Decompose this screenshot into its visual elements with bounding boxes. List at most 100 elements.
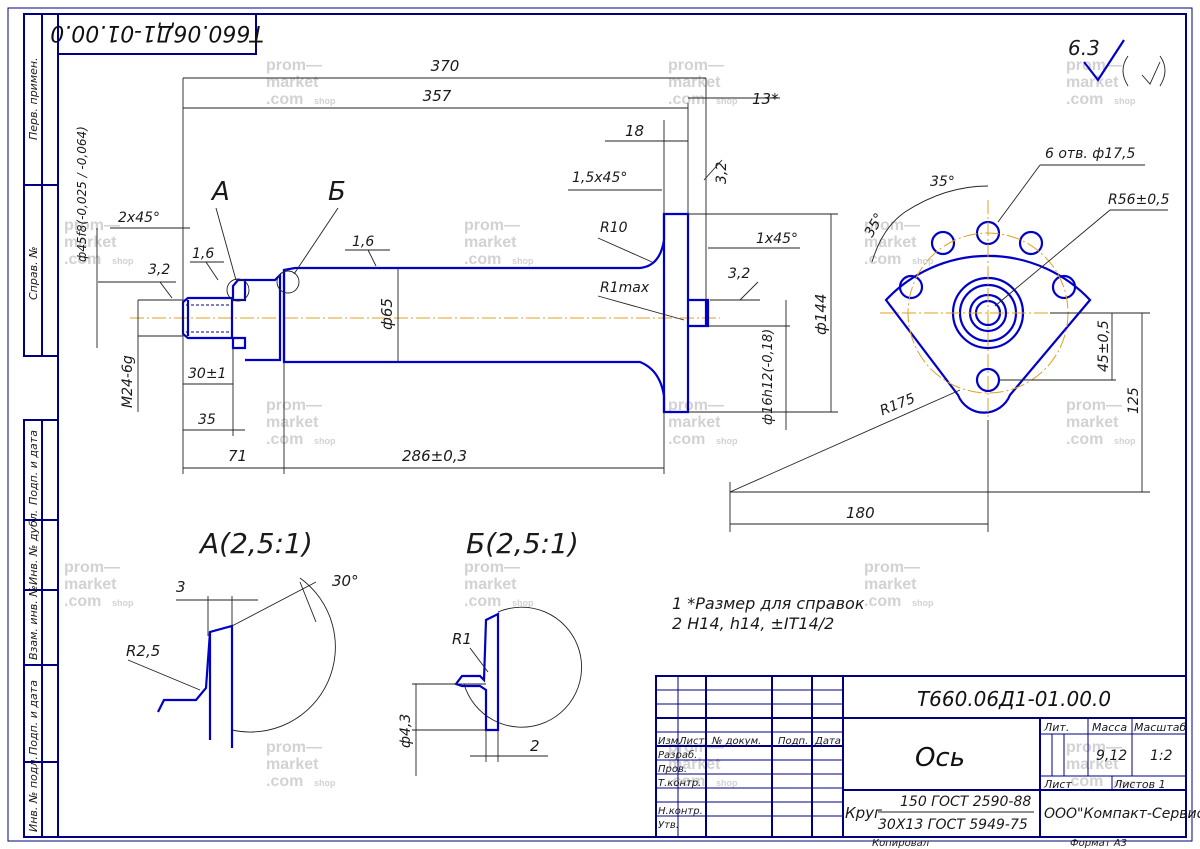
tb-podp: Подп. — [778, 736, 808, 747]
watermark-text: prom— — [266, 739, 322, 756]
watermark-shop: shop — [716, 96, 738, 106]
bolt-hole — [898, 274, 924, 300]
watermark-shop: shop — [1114, 96, 1136, 106]
watermark-shop: shop — [912, 256, 934, 266]
detail-b-profile — [454, 612, 500, 732]
tb-tkontr: Т.контр. — [658, 778, 701, 789]
watermark-shop: shop — [512, 598, 534, 608]
detail-a-30: 30° — [332, 572, 359, 590]
watermark-text: market — [1066, 756, 1119, 773]
bolt-hole — [930, 230, 956, 256]
watermark-text: market — [266, 74, 319, 91]
watermark-text: prom— — [1066, 57, 1122, 74]
watermark-text: .com — [266, 431, 303, 448]
watermark-text: market — [668, 414, 721, 431]
watermark-text: market — [464, 576, 517, 593]
tb-kopiroval: Копировал — [872, 838, 930, 849]
technical-notes: 1 *Размер для справок 2 H14, h14, ±IT14/… — [672, 594, 865, 633]
detail-a: А(2,5:1) 3 30° R2,5 — [126, 527, 359, 748]
detail-b-2: 2 — [530, 737, 540, 755]
general-roughness: 6.3 — [1068, 36, 1166, 87]
radius-175: R175 — [878, 391, 918, 420]
tb-format: Формат А3 — [1070, 838, 1127, 849]
roughness-value: 6.3 — [1068, 36, 1100, 60]
outer-frame — [7, 7, 1193, 842]
flange-end-view: 6 отв. ф17,5 R56±0,5 35° 35° R175 45±0,5… — [729, 146, 1170, 532]
watermark-shop: shop — [512, 256, 534, 266]
watermark-text: .com — [668, 773, 705, 790]
watermark-text: .com — [64, 251, 101, 268]
watermark-text: .com — [266, 91, 303, 108]
watermark-text: prom— — [864, 559, 920, 576]
tb-lit: Лит. — [1043, 721, 1069, 734]
tb-masshtab: Масштаб — [1134, 721, 1186, 734]
watermark-text: prom— — [266, 397, 322, 414]
rough-32-right: 3,2 — [728, 266, 750, 282]
radius-1max: R1max — [600, 280, 650, 296]
detail-a-r25: R2,5 — [126, 642, 160, 660]
tb-drawing-number: Т660.06Д1-01.00.0 — [917, 687, 1111, 711]
watermark-text: market — [1066, 414, 1119, 431]
watermark-text: .com — [1066, 431, 1103, 448]
side-inv-podl: Инв. № подл. — [27, 756, 40, 832]
angle-35-a: 35° — [930, 174, 955, 190]
watermark-text: market — [266, 756, 319, 773]
watermark-text: .com — [668, 431, 705, 448]
dim-d144: ф144 — [812, 294, 830, 335]
top-drawing-number: Т660.06Д1-01.00.0 — [50, 20, 264, 45]
watermark-shop: shop — [716, 778, 738, 788]
watermark-text: .com — [1066, 773, 1103, 790]
dim-d45f8: ф45f8(-0,025 / -0,064) — [75, 126, 89, 262]
watermark-shop: shop — [1114, 436, 1136, 446]
bolt-hole — [1051, 274, 1077, 300]
tb-material-top: 150 ГОСТ 2590-88 — [900, 794, 1031, 810]
detail-b: Б(2,5:1) R1 ф4,3 2 — [398, 527, 582, 776]
top-number-box: Т660.06Д1-01.00.0 — [50, 13, 264, 55]
tb-nkontr: Н.контр. — [658, 806, 703, 817]
side-sprav-no: Справ. № — [27, 246, 40, 300]
tb-utv: Утв. — [658, 820, 679, 831]
watermark-text: market — [864, 576, 917, 593]
rough-16-a: 1,6 — [192, 246, 214, 262]
dim-18: 18 — [625, 122, 644, 140]
rough-16-body: 1,6 — [352, 234, 374, 250]
rough-32-top: 3,2 — [714, 162, 730, 184]
detail-b-r1: R1 — [452, 630, 472, 648]
watermark-text: market — [668, 74, 721, 91]
tb-prov: Пров. — [658, 764, 687, 775]
detail-a-3: 3 — [176, 578, 186, 596]
tb-doc-no: № докум. — [711, 736, 761, 747]
dim-357: 357 — [423, 87, 452, 105]
tb-krug: Круг — [845, 804, 882, 822]
watermark-text: prom— — [64, 559, 120, 576]
dim-286: 286±0,3 — [402, 447, 467, 465]
watermark-text: prom— — [1066, 397, 1122, 414]
label-b: Б — [328, 177, 346, 207]
dim-45: 45±0,5 — [1096, 320, 1112, 372]
dim-180: 180 — [846, 504, 875, 522]
watermark-shop: shop — [1114, 778, 1136, 788]
tb-company: ООО"Компакт-Сервис" — [1044, 806, 1200, 822]
detail-a-title: А(2,5:1) — [198, 527, 313, 560]
watermark-shop: shop — [314, 436, 336, 446]
watermark-text: prom— — [864, 217, 920, 234]
tb-mass-value: 9,12 — [1096, 748, 1127, 764]
dim-35: 35 — [198, 412, 216, 428]
chamfer-1: 1х45° — [756, 231, 798, 247]
dim-13: 13* — [752, 90, 779, 108]
watermark-text: .com — [668, 91, 705, 108]
watermark-text: prom— — [266, 57, 322, 74]
title-block: Изм. Лист № докум. Подп. Дата Разраб. Пр… — [655, 675, 1200, 838]
threaded-end — [181, 278, 247, 350]
side-podp-data-2: Подп. и дата — [27, 680, 40, 755]
tb-razrab: Разраб. — [658, 749, 697, 761]
dim-30: 30±1 — [188, 366, 226, 382]
